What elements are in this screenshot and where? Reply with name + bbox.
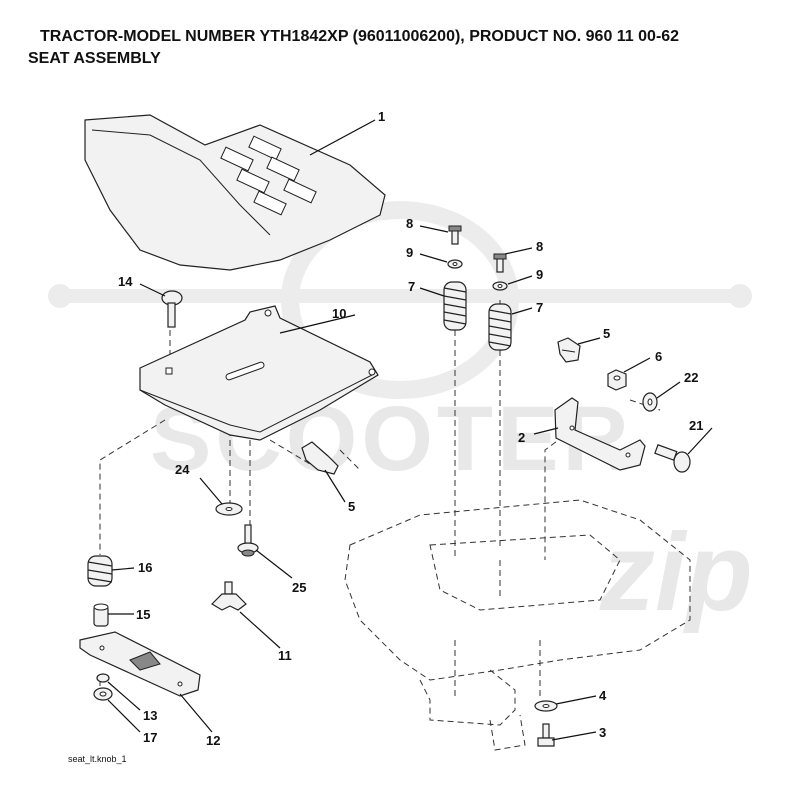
callout-11: 11 <box>278 648 292 663</box>
bushing-part-15 <box>93 603 109 627</box>
watermark-script-text: zip <box>599 511 753 634</box>
callout-labels: 1 2 3 4 5 5 6 7 7 8 8 9 9 10 11 12 13 14… <box>118 109 703 748</box>
callout-4: 4 <box>599 688 607 703</box>
seat-pan-part <box>139 305 379 441</box>
callout-5-lower: 5 <box>348 499 355 514</box>
callout-6: 6 <box>655 349 662 364</box>
washer-part-22 <box>642 392 658 412</box>
seat-bracket-part <box>554 397 646 471</box>
callout-12: 12 <box>206 733 220 748</box>
seat-cushion-part <box>84 114 386 271</box>
watermark-logo: SCOOTER zip <box>48 201 753 634</box>
slide-plate-part <box>79 631 201 697</box>
callout-7-right: 7 <box>536 300 543 315</box>
callout-16: 16 <box>138 560 152 575</box>
callout-8-left: 8 <box>406 216 413 231</box>
callout-13: 13 <box>143 708 157 723</box>
page-title: TRACTOR-MODEL NUMBER YTH1842XP (96011006… <box>40 28 680 45</box>
callout-22: 22 <box>684 370 698 385</box>
carriage-bolt-part <box>161 290 183 328</box>
clip-part-lower <box>301 441 339 475</box>
callout-7-left: 7 <box>408 279 415 294</box>
page-subtitle: SEAT ASSEMBLY <box>28 50 161 67</box>
clip-part-upper <box>557 337 581 363</box>
callout-8-right: 8 <box>536 239 543 254</box>
callout-1: 1 <box>378 109 385 124</box>
washer-part-4 <box>534 700 558 712</box>
nut-washer-part-17 <box>93 687 113 701</box>
leader-lines <box>107 119 713 741</box>
figure-filename: seat_lt.knob_1 <box>68 754 127 764</box>
seat-knob-part <box>211 581 247 611</box>
callout-25: 25 <box>292 580 306 595</box>
callout-21: 21 <box>689 418 703 433</box>
callout-9-left: 9 <box>406 245 413 260</box>
shoulder-bolt-part <box>654 444 691 473</box>
tractor-frame-dashed <box>344 499 691 751</box>
callout-14: 14 <box>118 274 133 289</box>
callout-5-upper: 5 <box>603 326 610 341</box>
callout-2: 2 <box>518 430 525 445</box>
bolt-washer-spring-right <box>488 253 512 351</box>
callout-17: 17 <box>143 730 157 745</box>
bolt-part-25 <box>237 524 259 557</box>
spring-part-16 <box>87 555 113 587</box>
bolt-washer-spring-left <box>443 225 467 331</box>
bolt-part-3 <box>537 723 555 747</box>
callout-10: 10 <box>332 306 346 321</box>
callout-24: 24 <box>175 462 190 477</box>
washer-part-24 <box>215 502 243 516</box>
callout-3: 3 <box>599 725 606 740</box>
callout-15: 15 <box>136 607 150 622</box>
nut-part <box>607 369 627 391</box>
callout-9-right: 9 <box>536 267 543 282</box>
nut-part-13 <box>96 673 110 683</box>
